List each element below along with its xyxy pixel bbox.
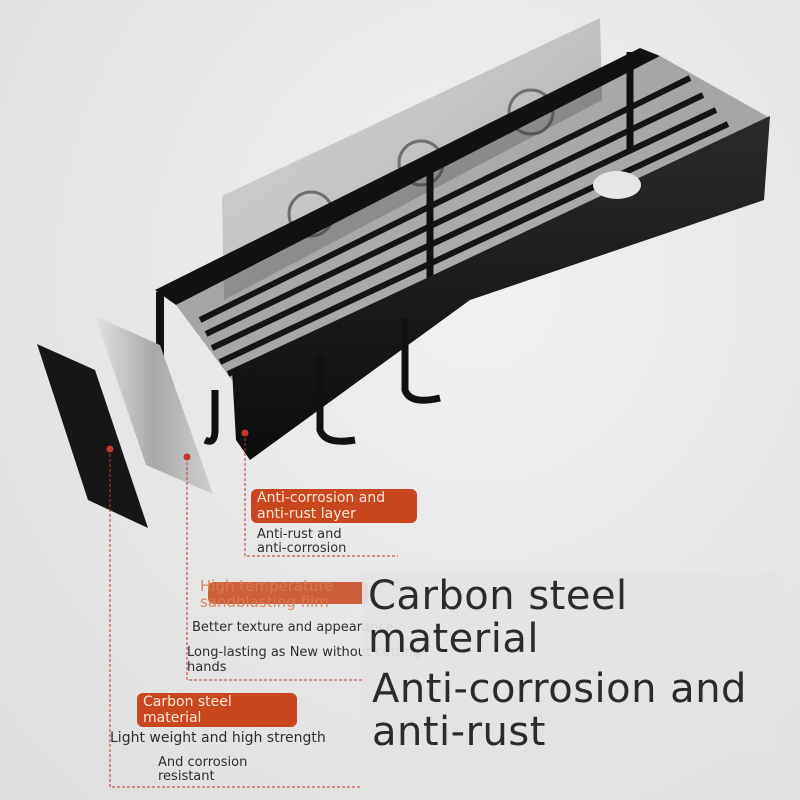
suction-ring [507,88,555,136]
steel-note-3: resistant [158,769,215,784]
hook [203,390,219,445]
film-callout-title: High temperature sandblasting film [200,577,334,611]
shower-holder-hole [593,171,641,199]
coating-note-1: Anti-rust and [257,527,342,542]
headline-line-3: Anti-corrosion and [372,666,747,712]
headline-backdrop [362,572,778,754]
coating-callout-title: Anti-corrosion and anti-rust layer [257,490,386,522]
hook [316,355,356,445]
coating-note-2: anti-corrosion [257,541,347,556]
leader-dot [106,445,114,453]
film-note-3: hands [187,660,227,675]
film-callout-badge [208,582,368,604]
front-rail [232,116,770,460]
headline-line-4: anti-rust [372,709,546,755]
coating-callout-badge: Anti-corrosion and anti-rust layer [251,489,417,523]
callout-leaders [109,433,400,788]
headline-line-2: material [368,616,539,662]
steel-note-1: Light weight and high strength [110,730,326,746]
leader-dot [183,453,191,461]
sandblasting-film-layer [95,316,213,494]
hook [401,318,441,404]
headline-line-1: Carbon steel [368,573,628,619]
steel-note-2: And corrosion [158,755,248,770]
film-note-1: Better texture and appearance [192,620,394,635]
leader-dot [241,429,249,437]
steel-callout-badge: Carbon steel material [137,693,297,727]
shelf-basket [155,48,770,460]
carbon-steel-sheet [37,344,148,528]
steel-callout-title: Carbon steel material [143,694,232,726]
